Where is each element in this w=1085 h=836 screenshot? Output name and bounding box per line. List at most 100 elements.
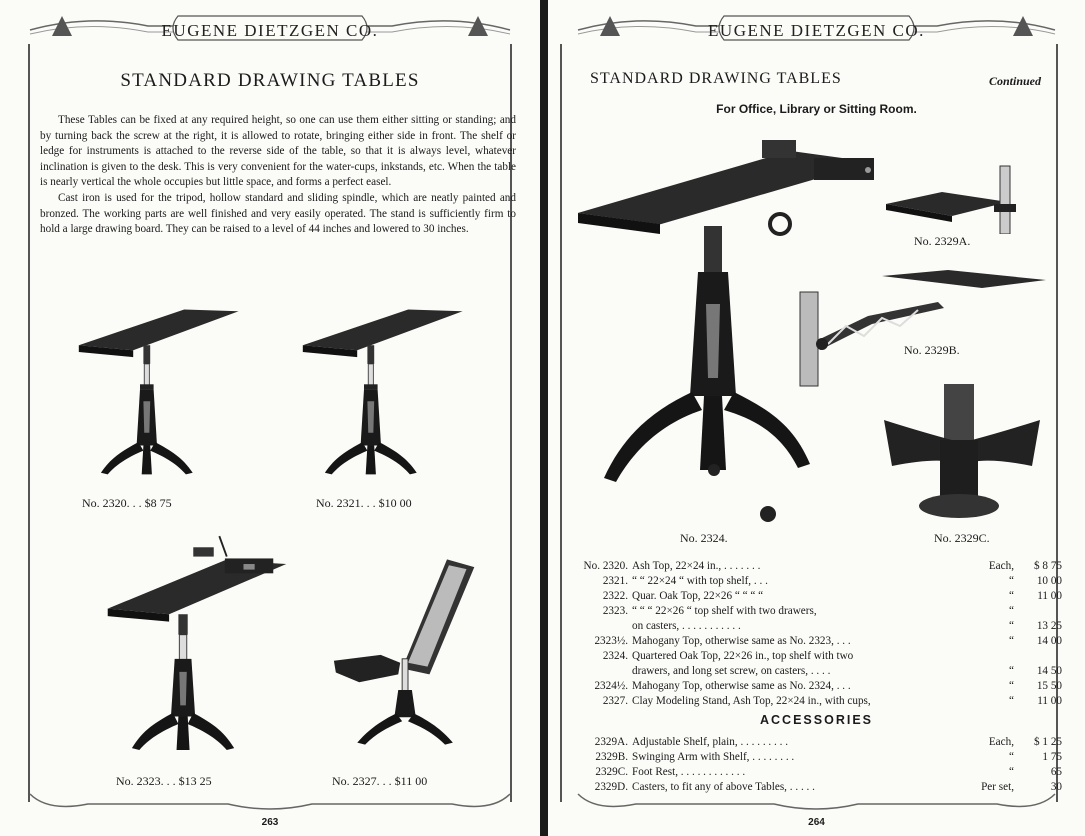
accessory-row: 2329D. Casters, to fit any of above Table… — [570, 780, 1064, 795]
item-price: 1 75 — [1042, 751, 1062, 763]
item-number: 2323½. — [594, 635, 628, 647]
item-description: Quar. Oak Top, 22×26 “ “ “ “ — [632, 590, 764, 602]
item-description: Swinging Arm with Shelf, . . . . . . . . — [632, 751, 795, 763]
intro-paragraph: These Tables can be fixed at any require… — [40, 114, 516, 189]
item-number: 2329A. — [594, 736, 628, 748]
item-price: 10 00 — [1036, 575, 1062, 587]
page-subtitle: For Office, Library or Sitting Room. — [716, 102, 917, 116]
table-2321-illustration — [296, 284, 466, 488]
caption-2329b: No. 2329B. — [904, 343, 960, 357]
item-description: drawers, and long set screw, on casters,… — [632, 665, 831, 677]
caption-2323: No. 2323. . . $13 25 — [116, 774, 212, 788]
item-description: Adjustable Shelf, plain, . . . . . . . .… — [632, 736, 788, 748]
item-description: Casters, to fit any of above Tables, . .… — [632, 781, 815, 793]
price-row: 2322. Quar. Oak Top, 22×26 “ “ “ “ “ 11 00 — [570, 589, 1064, 604]
frame-right — [1056, 44, 1058, 802]
item-price: 14 00 — [1036, 635, 1062, 647]
page-footer-ornament — [28, 790, 512, 816]
price-row: 2324½. Mahogany Top, otherwise same as No… — [570, 679, 1064, 694]
footrest-2329c-illustration — [884, 384, 1040, 518]
accessory-row: 2329A. Adjustable Shelf, plain, . . . . .… — [570, 735, 1064, 750]
item-price: 30 — [1050, 781, 1062, 793]
item-unit: “ — [1009, 575, 1014, 587]
item-number — [570, 619, 630, 634]
item-unit: “ — [1009, 620, 1014, 632]
shelf-2329a-illustration — [886, 165, 1016, 234]
item-unit: Per set, — [981, 781, 1014, 793]
item-description: Ash Top, 22×24 in., . . . . . . . — [632, 560, 761, 572]
price-list-table: No. 2320. Ash Top, 22×24 in., . . . . . .… — [570, 559, 1064, 709]
item-number: 2321. — [602, 575, 628, 587]
accessories-table: 2329A. Adjustable Shelf, plain, . . . . .… — [570, 735, 1064, 795]
page-number: 264 — [808, 817, 825, 828]
item-number — [570, 664, 630, 679]
item-number: No. 2320. — [583, 560, 628, 572]
item-description: on casters, . . . . . . . . . . . — [632, 620, 741, 632]
item-unit: “ — [1009, 680, 1014, 692]
item-unit: “ — [1009, 590, 1014, 602]
item-unit: “ — [1009, 605, 1014, 617]
item-unit — [970, 649, 1016, 664]
table-2323-illustration — [104, 520, 290, 768]
continued-label: Continued — [988, 74, 1041, 88]
item-price: $ 8 75 — [1034, 560, 1062, 572]
item-number: 2329D. — [594, 781, 628, 793]
price-row: 2321.“ “ 22×24 “ with top shelf, . . .“1… — [570, 574, 1064, 589]
item-number: 2323. — [602, 605, 628, 617]
table-2324-illustration — [577, 140, 874, 522]
frame-right — [510, 44, 512, 802]
frame-left — [560, 44, 562, 802]
price-row: No. 2320. Ash Top, 22×24 in., . . . . . .… — [570, 559, 1064, 574]
item-number: 2329C. — [595, 766, 628, 778]
page-title: STANDARD DRAWING TABLES — [590, 70, 842, 87]
item-price: 14 50 — [1036, 665, 1062, 677]
item-price: 15 50 — [1036, 680, 1062, 692]
page-263: EUGENE DIETZGEN CO. STANDARD DRAWING TAB… — [0, 0, 540, 836]
caption-2327: No. 2327. . . $11 00 — [332, 774, 428, 788]
accessory-row: 2329B.Swinging Arm with Shelf, . . . . .… — [570, 750, 1064, 765]
frame-left — [28, 44, 30, 802]
table-2327-illustration — [330, 536, 486, 766]
item-number: 2322. — [602, 590, 628, 602]
item-unit: “ — [1009, 766, 1014, 778]
item-price — [1016, 649, 1064, 664]
item-unit: “ — [1009, 665, 1014, 677]
caption-2321: No. 2321. . . $10 00 — [316, 496, 412, 510]
caption-2329c: No. 2329C. — [934, 531, 990, 545]
header-title: EUGENE DIETZGEN CO. — [161, 21, 379, 40]
page-title: STANDARD DRAWING TABLES — [120, 70, 420, 91]
item-unit: Each, — [988, 560, 1014, 572]
header-title: EUGENE DIETZGEN CO. — [708, 21, 925, 40]
item-description: Quartered Oak Top, 22×26 in., top shelf … — [632, 650, 854, 662]
item-number: 2324½. — [594, 680, 628, 692]
arm-2329b-illustration — [799, 270, 1046, 387]
item-unit: Each, — [988, 736, 1014, 748]
item-price: 13 25 — [1036, 620, 1062, 632]
price-row: drawers, and long set screw, on casters,… — [570, 664, 1064, 679]
page-header-ornament: EUGENE DIETZGEN CO. — [576, 8, 1057, 48]
item-description: “ “ “ 22×26 “ top shelf with two drawers… — [632, 605, 817, 617]
item-description: Mahogany Top, otherwise same as No. 2324… — [632, 680, 851, 692]
page-footer-ornament — [576, 790, 1057, 816]
item-unit: “ — [1009, 635, 1014, 647]
page-264: EUGENE DIETZGEN CO. STANDARD DRAWING TAB… — [548, 0, 1085, 836]
item-price: 11 00 — [1037, 695, 1062, 707]
price-row: on casters, . . . . . . . . . . . “ 13 25 — [570, 619, 1064, 634]
item-price: 11 00 — [1037, 590, 1062, 602]
table-2320-illustration — [72, 284, 242, 488]
price-row: 2323½.Mahogany Top, otherwise same as No… — [570, 634, 1064, 649]
item-unit: “ — [1009, 695, 1014, 707]
item-number: 2324. — [602, 650, 628, 662]
page-header-ornament: EUGENE DIETZGEN CO. — [28, 8, 512, 48]
caption-2329a: No. 2329A. — [914, 234, 971, 248]
item-price: $ 1 25 — [1034, 736, 1062, 748]
item-number: 2327. — [602, 695, 628, 707]
price-row: 2324. Quartered Oak Top, 22×26 in., top s… — [570, 649, 1064, 664]
accessory-row: 2329C. Foot Rest, . . . . . . . . . . . .… — [570, 765, 1064, 780]
item-unit: “ — [1009, 751, 1014, 763]
price-row: 2323. “ “ “ 22×26 “ top shelf with two dr… — [570, 604, 1064, 619]
page-number: 263 — [261, 817, 279, 828]
item-description: Foot Rest, . . . . . . . . . . . . — [632, 766, 746, 778]
caption-2320: No. 2320. . . $8 75 — [82, 496, 172, 510]
item-price — [1016, 604, 1064, 619]
